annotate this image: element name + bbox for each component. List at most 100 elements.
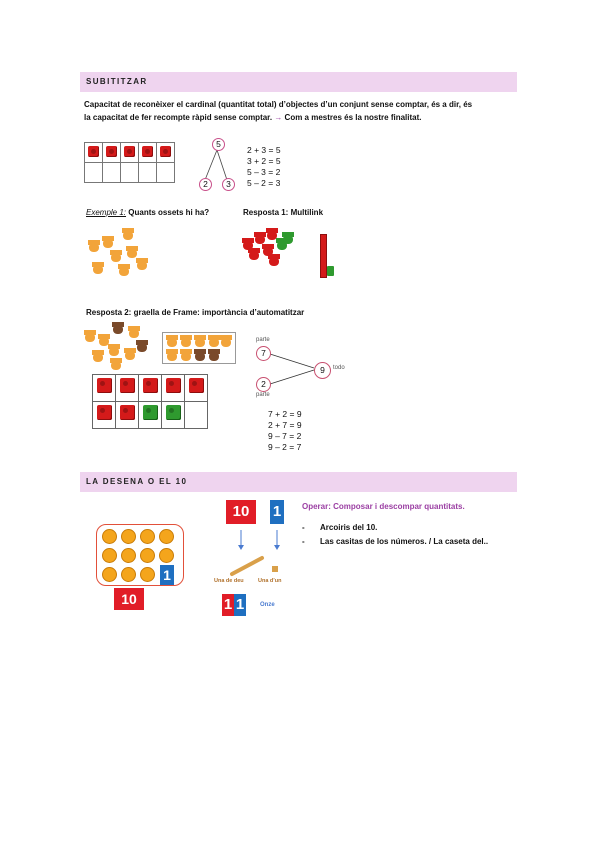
bond-part-circle: 2 (199, 178, 212, 191)
bear-icon (88, 240, 100, 252)
bears-cluster (84, 226, 164, 286)
bear-icon (208, 335, 220, 347)
red-cube-icon (96, 405, 112, 420)
bond-total-circle: 9 (314, 362, 331, 379)
bear-icon (254, 232, 266, 244)
red-cube-icon (96, 378, 112, 393)
bear-icon (92, 350, 104, 362)
ten-card: 10 (226, 500, 256, 524)
orange-icon (140, 529, 155, 544)
example-1-heading: Exemple 1: Quants ossets hi ha? (86, 206, 209, 219)
orange-icon (102, 567, 117, 582)
intro-paragraph: Capacitat de reconèixer el cardinal (qua… (84, 98, 524, 124)
example-label: Exemple 1: (86, 208, 127, 217)
intro-line-1: Capacitat de reconèixer el cardinal (qua… (84, 100, 473, 109)
intro-line-2: la capacitat de fer recompte ràpid sense… (84, 113, 422, 122)
ten-card: 10 (114, 588, 144, 610)
bond-part-circle: 3 (222, 178, 235, 191)
answer-2-heading: Resposta 2: graella de Frame: importànci… (86, 308, 305, 317)
section-title: SUBITITZAR (86, 77, 148, 86)
bears-frame (162, 332, 236, 364)
orange-icon (159, 548, 174, 563)
bear-icon (124, 348, 136, 360)
orange-icon (102, 548, 117, 563)
bear-icon (166, 335, 178, 347)
bear-icon (110, 250, 122, 262)
una-dun-label: Una d’un (258, 578, 282, 584)
bear-icon (194, 349, 206, 361)
one-card: 1 (160, 565, 174, 585)
section-heading-subititzar: SUBITITZAR (80, 72, 517, 92)
bear-icon (118, 264, 130, 276)
equation: 7 + 2 = 9 (268, 409, 302, 419)
oranges-outline (96, 524, 184, 586)
bear-icon (128, 326, 140, 338)
bear-icon (112, 322, 124, 334)
bear-icon (180, 335, 192, 347)
section-heading-desena: LA DESENA O EL 10 (80, 472, 517, 492)
bond-part-circle: 7 (256, 346, 271, 361)
number-bond-lines (204, 149, 228, 181)
operar-title: Operar: Composar i descompar quantitats. (302, 502, 465, 511)
red-cube-icon (119, 405, 135, 420)
five-frame-grid (84, 142, 175, 183)
part-label: parte (256, 337, 270, 343)
bear-icon (262, 244, 274, 256)
bear-icon (136, 258, 148, 270)
orange-icon (140, 548, 155, 563)
bear-icon (248, 248, 260, 260)
green-cube-icon (165, 405, 181, 420)
equations-list-1: 2 + 3 = 5 3 + 2 = 5 5 – 3 = 2 5 – 2 = 3 (247, 145, 281, 189)
orange-icon (121, 567, 136, 582)
bear-icon (92, 262, 104, 274)
bear-icon (242, 238, 254, 250)
bear-icon (266, 228, 278, 240)
red-cube-icon (124, 145, 135, 157)
orange-icon (121, 548, 136, 563)
down-arrows (238, 530, 280, 550)
equation: 5 – 3 = 2 (247, 167, 281, 177)
list-item: -Las casitas de los números. / La caseta… (302, 537, 489, 546)
equations-list-2: 7 + 2 = 9 2 + 7 = 9 9 – 7 = 2 9 – 2 = 7 (268, 409, 302, 453)
multilink-bears (240, 228, 300, 268)
bear-icon (220, 335, 232, 347)
number-bond-2-lines (269, 353, 315, 385)
bear-icon (102, 236, 114, 248)
orange-icon (102, 529, 117, 544)
bear-icon (108, 344, 120, 356)
bond-total-circle: 5 (212, 138, 225, 151)
red-cube-icon (165, 378, 181, 393)
section-title: LA DESENA O EL 10 (86, 477, 188, 486)
red-cube-icon (188, 378, 204, 393)
arrow-icon: → (274, 113, 283, 122)
part-label: parte (256, 392, 270, 398)
bears-cluster-2 (84, 322, 164, 372)
bear-icon (84, 330, 96, 342)
eleven-ones-card: 1 (234, 594, 246, 616)
red-cube-icon (160, 145, 171, 157)
rods-icon (230, 556, 278, 576)
bear-icon (126, 246, 138, 258)
orange-icon (159, 529, 174, 544)
bear-icon (180, 349, 192, 361)
bear-icon (122, 228, 134, 240)
equation: 9 – 2 = 7 (268, 442, 302, 452)
multilink-green-cubes (327, 266, 334, 276)
equation: 3 + 2 = 5 (247, 156, 281, 166)
red-cube-icon (106, 145, 117, 157)
ten-frame-grid (92, 374, 208, 429)
red-cube-icon (142, 378, 158, 393)
bear-icon (282, 232, 294, 244)
bear-icon (98, 334, 110, 346)
orange-icon (121, 529, 136, 544)
bear-icon (208, 349, 220, 361)
multilink-tower (320, 234, 327, 278)
bond-part-circle: 2 (256, 377, 271, 392)
eleven-tens-card: 1 (222, 594, 234, 616)
onze-label: Onze (260, 602, 275, 608)
bear-icon (194, 335, 206, 347)
bear-icon (136, 340, 148, 352)
total-label: todo (333, 365, 345, 371)
bear-icon (166, 349, 178, 361)
bear-icon (268, 254, 280, 266)
